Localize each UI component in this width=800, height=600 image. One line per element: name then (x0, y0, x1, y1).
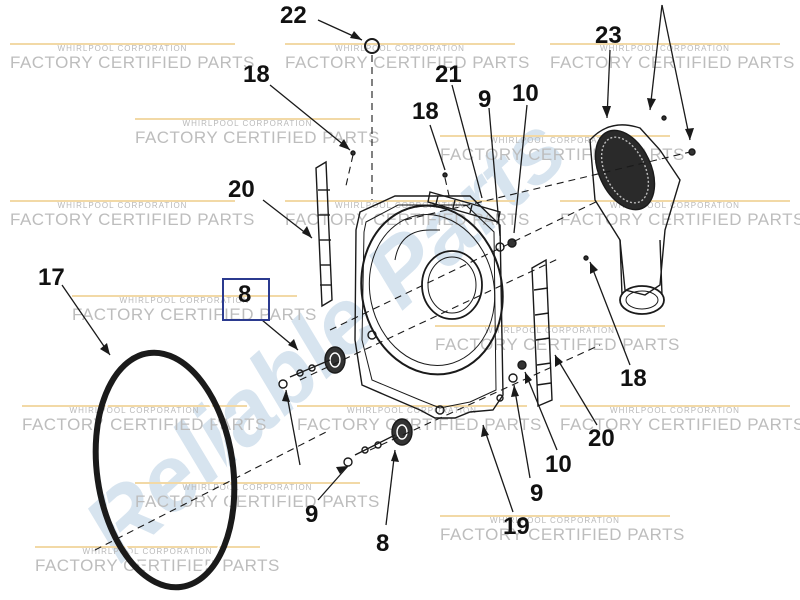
slide-strip (427, 191, 501, 223)
watermark-company: WHIRLPOOL CORPORATION (610, 201, 740, 210)
watermark-label: FACTORY CERTIFIED PARTS (285, 53, 530, 72)
watermark-band: WHIRLPOOL CORPORATION FACTORY CERTIFIED … (560, 405, 800, 439)
callout-18[interactable]: 18 (620, 365, 647, 392)
callout-20[interactable]: 20 (588, 425, 615, 452)
callout-8[interactable]: 8 (238, 281, 252, 308)
watermark-label: FACTORY CERTIFIED PARTS (560, 415, 800, 434)
left-support-bracket (315, 160, 333, 308)
callout-9[interactable]: 9 (530, 480, 544, 507)
callout-18[interactable]: 18 (243, 61, 270, 88)
watermark-company: WHIRLPOOL CORPORATION (69, 406, 200, 415)
watermark-label: FACTORY CERTIFIED PARTS (22, 415, 267, 434)
watermark-company: WHIRLPOOL CORPORATION (182, 119, 313, 128)
watermark-band: WHIRLPOOL CORPORATION FACTORY CERTIFIED … (440, 515, 685, 549)
callout-10[interactable]: 10 (545, 451, 572, 478)
watermark-company: WHIRLPOOL CORPORATION (335, 44, 465, 53)
drive-belt (92, 349, 238, 591)
drum-roller-lower (343, 418, 413, 467)
rear-bulkhead (354, 195, 504, 419)
watermark-band: WHIRLPOOL CORPORATION FACTORY CERTIFIED … (10, 43, 255, 77)
watermark-label: FACTORY CERTIFIED PARTS (440, 525, 685, 544)
watermark-company: WHIRLPOOL CORPORATION (490, 136, 620, 145)
callout-17[interactable]: 17 (38, 264, 65, 291)
selected-callout-highlight (222, 278, 270, 321)
watermark-label: FACTORY CERTIFIED PARTS (435, 335, 680, 354)
watermark-company: WHIRLPOOL CORPORATION (600, 44, 730, 53)
watermark-label: FACTORY CERTIFIED PARTS (10, 210, 255, 229)
watermark-band: WHIRLPOOL CORPORATION FACTORY CERTIFIED … (285, 43, 530, 77)
watermark-label: FACTORY CERTIFIED PARTS (560, 210, 800, 229)
drum-roller-upper (278, 346, 346, 389)
watermark-company: WHIRLPOOL CORPORATION (82, 547, 213, 556)
watermark-label: FACTORY CERTIFIED PARTS (135, 492, 380, 511)
watermark-company: WHIRLPOOL CORPORATION (182, 483, 313, 492)
callout-8[interactable]: 8 (376, 530, 390, 557)
watermark-company: WHIRLPOOL CORPORATION (119, 296, 250, 305)
watermark-company: WHIRLPOOL CORPORATION (57, 201, 188, 210)
right-support-bracket (531, 258, 553, 408)
watermark-band: WHIRLPOOL CORPORATION FACTORY CERTIFIED … (135, 118, 380, 152)
watermark-band: WHIRLPOOL CORPORATION FACTORY CERTIFIED … (560, 200, 800, 234)
watermark-company: WHIRLPOOL CORPORATION (610, 406, 740, 415)
callout-9[interactable]: 9 (478, 86, 492, 113)
watermark-company: WHIRLPOOL CORPORATION (347, 406, 477, 415)
watermark-band: WHIRLPOOL CORPORATION FACTORY CERTIFIED … (22, 405, 267, 439)
exhaust-duct (589, 124, 681, 315)
watermark-company: WHIRLPOOL CORPORATION (57, 44, 188, 53)
watermark-label: FACTORY CERTIFIED PARTS (135, 128, 380, 147)
callout-10[interactable]: 10 (512, 80, 539, 107)
callout-18[interactable]: 18 (412, 98, 439, 125)
callout-23[interactable]: 23 (595, 22, 622, 49)
watermark-label: FACTORY CERTIFIED PARTS (550, 53, 795, 72)
callout-21[interactable]: 21 (435, 61, 462, 88)
watermark-label: FACTORY CERTIFIED PARTS (297, 415, 542, 434)
watermark-band: WHIRLPOOL CORPORATION FACTORY CERTIFIED … (550, 43, 795, 77)
watermark-band: WHIRLPOOL CORPORATION FACTORY CERTIFIED … (135, 482, 380, 516)
watermark-band: WHIRLPOOL CORPORATION FACTORY CERTIFIED … (10, 200, 255, 234)
screws-and-clips (350, 38, 696, 383)
callout-19[interactable]: 19 (503, 513, 530, 540)
callout-22[interactable]: 22 (280, 2, 307, 29)
callout-20[interactable]: 20 (228, 176, 255, 203)
leader-arrowheads (100, 31, 694, 474)
watermark-label: FACTORY CERTIFIED PARTS (10, 53, 255, 72)
callout-9[interactable]: 9 (305, 501, 319, 528)
watermark-company: WHIRLPOOL CORPORATION (490, 516, 620, 525)
